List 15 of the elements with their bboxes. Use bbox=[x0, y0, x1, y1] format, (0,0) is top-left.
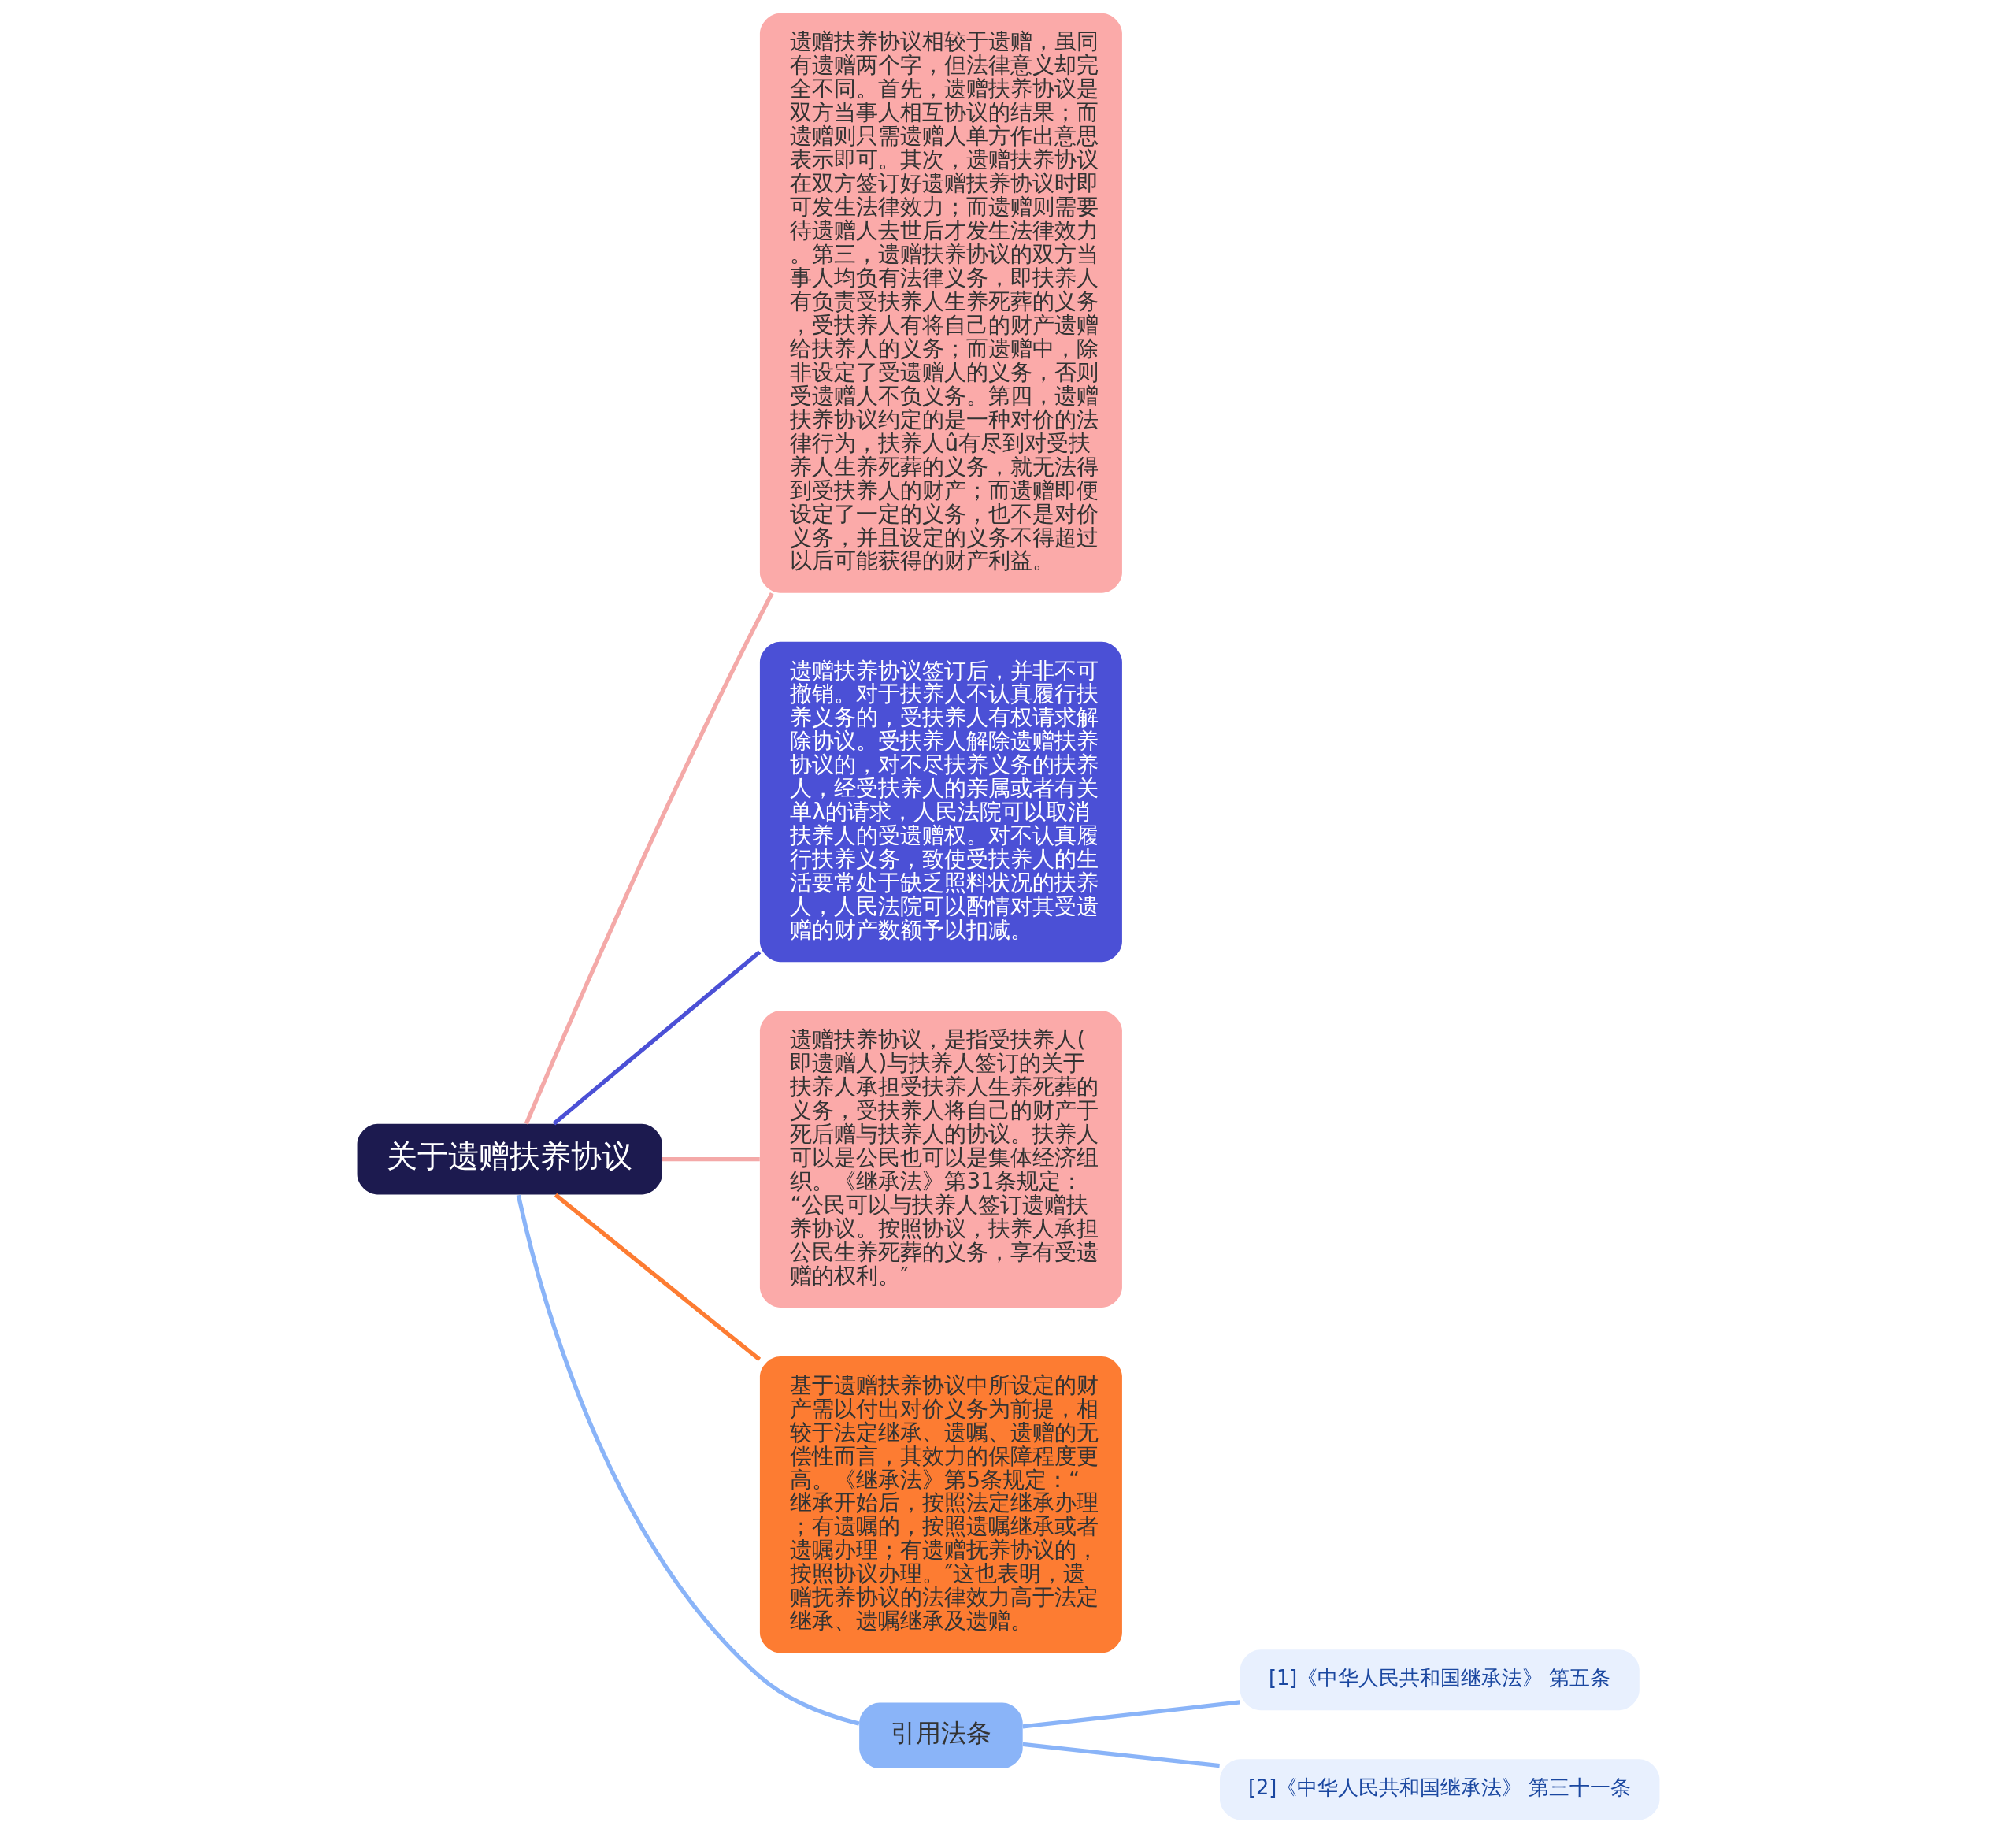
node-box: 引用法条 bbox=[858, 1702, 1023, 1769]
node-box: [2]《中华人民共和国继承法》 第三十一条 bbox=[1219, 1759, 1659, 1820]
node-box: 基于遗赠扶养协议中所设定的财产需以付出对价义务为前提，相较于法定继承、遗嘱、遗赠的无偿性而言，其效力的保障程度更高。《继承法》第5条规定：“继承开始后，按照法定继承办理；有遗嘱的，按照遗嘱继承或者遗嘱办理；有遗赠抚养协议的，按照协议办理。″这也表明，遗赠抚养协议的法律效力高于法定继承、遗嘱继承及遗赠。 bbox=[759, 1356, 1122, 1653]
connector bbox=[516, 1194, 860, 1726]
node-box: 遗赠扶养协议，是指受扶养人(即遗赠人)与扶养人签订的关于扶养人承担受扶养人生养死葬的义务，受扶养人将自己的财产于死后赠与扶养人的协议。扶养人可以是公民也可以是集体经济组织。《继承法》第31条规定：“公民可以与扶养人签订遗赠扶养协议。按照协议，扶养人承担公民生养死葬的义务，享有受遗赠的权利。″ bbox=[759, 1011, 1122, 1308]
connector bbox=[524, 592, 774, 1125]
connector bbox=[552, 950, 761, 1126]
connector bbox=[1022, 1742, 1220, 1768]
node-box: [1]《中华人民共和国继承法》 第五条 bbox=[1240, 1649, 1640, 1711]
node-box: 关于遗赠扶养协议 bbox=[357, 1123, 662, 1195]
node-box: 遗赠扶养协议签订后，并非不可撤销。对于扶养人不认真履行扶养义务的，受扶养人有权请求解除协议。受扶养人解除遗赠扶养协议的，对不尽扶养义务的扶养人，经受扶养人的亲属或者有关单λ的请求，人民法院可以取消扶养人的受遗赠权。对不认真履行扶养义务，致使受扶养人的生活要常处于缺乏照料状况的扶养人，人民法院可以酌情对其受遗赠的财产数额予以扣减。 bbox=[759, 641, 1122, 963]
connector bbox=[662, 1156, 760, 1162]
connector bbox=[1022, 1700, 1240, 1729]
node-box: 遗赠扶养协议相较于遗赠，虽同有遗赠两个字，但法律意义却完全不同。首先，遗赠扶养协议是双方当事人相互协议的结果；而遗赠则只需遗赠人单方作出意思表示即可。其次，遗赠扶养协议在双方签订好遗赠扶养协议时即可发生法律效力；而遗赠则需要待遗赠人去世后才发生法律效力。第三，遗赠扶养协议的双方当事人均负有法律义务，即扶养人有负责受扶养人生养死葬的义务，受扶养人有将自己的财产遗赠给扶养人的义务；而遗赠中，除非设定了受遗赠人的义务，否则受遗赠人不负义务。第四，遗赠扶养协议约定的是一种对价的法律行为，扶养人û有尽到对受扶养人生养死葬的义务，就无法得到受扶养人的财产；而遗赠即便设定了一定的义务，也不是对价义务，并且设定的义务不得超过以后可能获得的财产利益。 bbox=[759, 13, 1122, 593]
connector bbox=[554, 1193, 761, 1362]
